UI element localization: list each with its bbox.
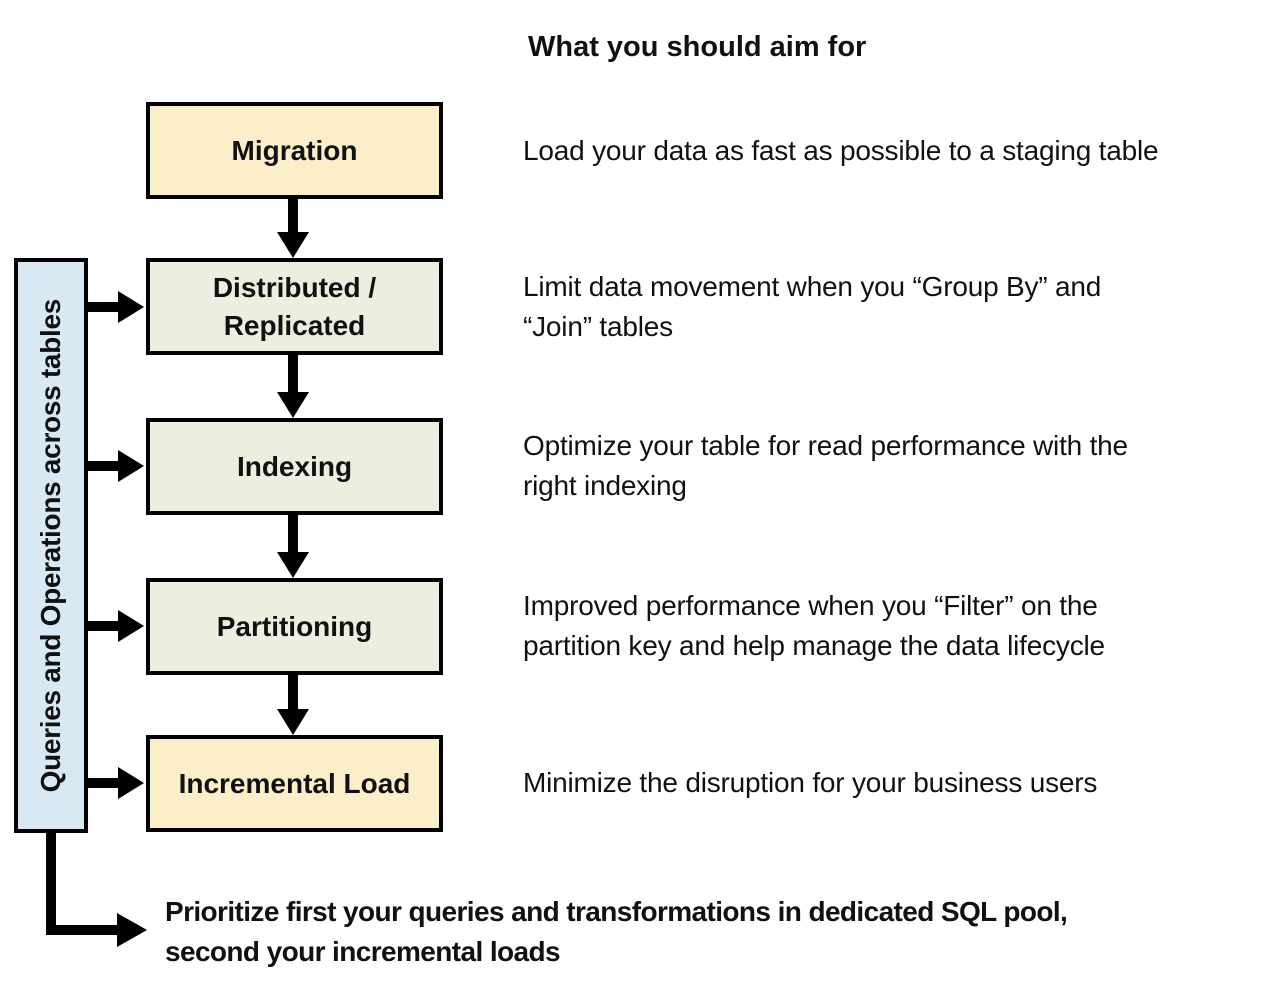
- aim-item-indexing: Optimize your table for read performance…: [523, 426, 1128, 506]
- aim-item-incremental: Minimize the disruption for your busines…: [523, 763, 1097, 803]
- arrow-partitioning-to-incremental-icon: [277, 675, 309, 735]
- aim-item-line: “Join” tables: [523, 311, 673, 342]
- flow-box-distributed-replicated: Distributed / Replicated: [146, 258, 443, 355]
- arrow-distributed-to-indexing-icon: [277, 355, 309, 418]
- sidebar-box-label: Queries and Operations across tables: [35, 298, 66, 793]
- aim-item-line: Optimize your table for read performance…: [523, 430, 1128, 461]
- flow-box-label: Partitioning: [216, 610, 373, 642]
- arrow-sidebar-to-footer-head-icon: [117, 913, 147, 947]
- flow-box-label: Indexing: [236, 450, 353, 482]
- arrow-sidebar-to-incremental-icon: [88, 767, 144, 799]
- aim-item-line: Limit data movement when you “Group By” …: [523, 271, 1102, 302]
- sidebar-box: Queries and Operations across tables: [14, 258, 88, 833]
- flow-box-label: Distributed /: [212, 271, 377, 303]
- aim-item-migration: Load your data as fast as possible to a …: [523, 131, 1159, 171]
- arrow-sidebar-to-indexing-icon: [88, 450, 144, 482]
- flow-box-indexing: Indexing: [146, 418, 443, 515]
- flow-box-migration: Migration: [146, 102, 443, 199]
- aim-item-distributed: Limit data movement when you “Group By” …: [523, 267, 1101, 347]
- aim-item-partitioning: Improved performance when you “Filter” o…: [523, 586, 1105, 666]
- footer-note-line: second your incremental loads: [165, 936, 561, 967]
- aim-item-line: Improved performance when you “Filter” o…: [523, 590, 1098, 621]
- arrow-indexing-to-partitioning-icon: [277, 515, 309, 578]
- arrow-sidebar-to-partitioning-icon: [88, 610, 144, 642]
- arrow-sidebar-to-footer-horizontal-segment: [46, 925, 119, 935]
- arrow-sidebar-to-distributed-icon: [88, 291, 144, 323]
- footer-note: Prioritize first your queries and transf…: [165, 892, 1068, 972]
- arrow-sidebar-to-footer-vertical-segment: [46, 831, 56, 935]
- aim-item-line: Load your data as fast as possible to a …: [523, 135, 1159, 166]
- aim-heading: What you should aim for: [528, 31, 867, 63]
- arrow-migration-to-distributed-icon: [277, 199, 309, 258]
- flow-box-label: Incremental Load: [178, 767, 411, 799]
- flow-box-partitioning: Partitioning: [146, 578, 443, 675]
- aim-item-line: right indexing: [523, 470, 687, 501]
- footer-note-line: Prioritize first your queries and transf…: [165, 896, 1068, 927]
- aim-item-line: Minimize the disruption for your busines…: [523, 767, 1098, 798]
- flow-box-label: Replicated: [223, 309, 366, 341]
- flow-box-incremental-load: Incremental Load: [146, 735, 443, 832]
- flow-box-label: Migration: [231, 134, 358, 166]
- aim-item-line: partition key and help manage the data l…: [523, 630, 1105, 661]
